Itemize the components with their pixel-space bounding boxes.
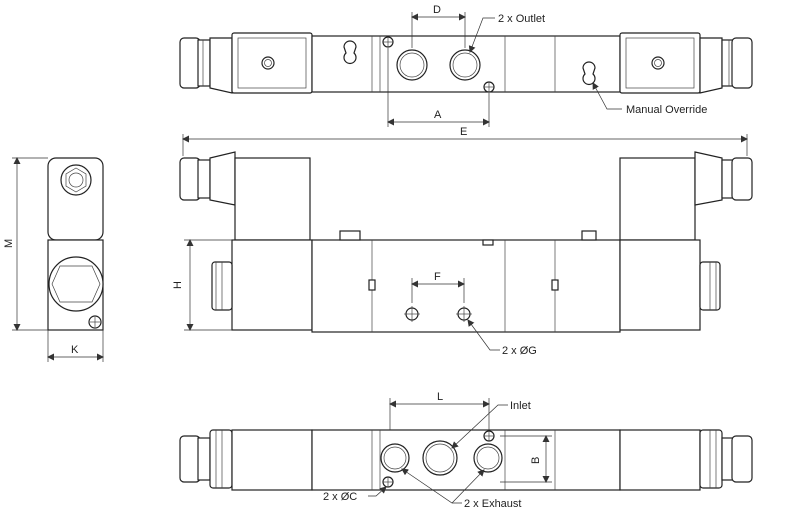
side-knob [48, 256, 104, 312]
dim-label-f: F [434, 271, 441, 283]
bottom-right-plug [731, 435, 753, 483]
right-connector-plug [731, 37, 753, 89]
front-right-coil-base [619, 239, 701, 331]
exhaust-label: 2 x Exhaust [464, 498, 521, 510]
bottom-left-plug [179, 435, 201, 483]
side-top-nut [60, 164, 92, 196]
bottom-view [179, 398, 753, 504]
inlet-port [422, 440, 458, 476]
outlet-port-1 [396, 49, 428, 81]
dim-label-d: D [433, 4, 441, 16]
top-view [179, 12, 753, 127]
g-holes-label: 2 x ØG [502, 345, 537, 357]
exhaust-port-1 [380, 443, 410, 473]
front-right-plug [731, 157, 753, 201]
right-connector-neck [699, 37, 723, 94]
outlet-label: 2 x Outlet [498, 13, 545, 25]
outlet-port-2 [449, 49, 481, 81]
bottom-valve-body [311, 429, 621, 491]
front-left-coil [234, 157, 311, 241]
left-connector-collar [197, 39, 211, 87]
left-coil-screw-icon [261, 56, 275, 70]
manual-override-keyhole-icon [582, 61, 596, 85]
dim-label-m: M [3, 239, 15, 248]
inlet-label: Inlet [510, 400, 531, 412]
dim-label-b: B [530, 457, 542, 464]
front-left-coil-base [231, 239, 313, 331]
front-right-coil [619, 157, 696, 241]
bottom-left-coil-base [231, 429, 313, 491]
dim-label-a: A [434, 109, 442, 121]
keyhole-left-icon [343, 40, 357, 64]
manual-override-label: Manual Override [626, 104, 707, 116]
dim-label-h: H [172, 281, 184, 289]
side-view [12, 157, 104, 362]
dim-label-k: K [71, 344, 79, 356]
dim-label-e: E [460, 126, 467, 138]
front-view [179, 134, 753, 351]
dim-label-l: L [437, 391, 443, 403]
c-holes-label: 2 x ØC [323, 491, 357, 503]
exhaust-port-2 [473, 443, 503, 473]
right-coil-screw-icon [651, 56, 665, 70]
bottom-right-coil-base [619, 429, 701, 491]
bottom-left-knob [209, 429, 233, 489]
front-left-plug [179, 157, 201, 201]
left-connector-plug [179, 37, 201, 89]
bottom-right-knob [699, 429, 723, 489]
left-connector-neck [209, 37, 233, 94]
